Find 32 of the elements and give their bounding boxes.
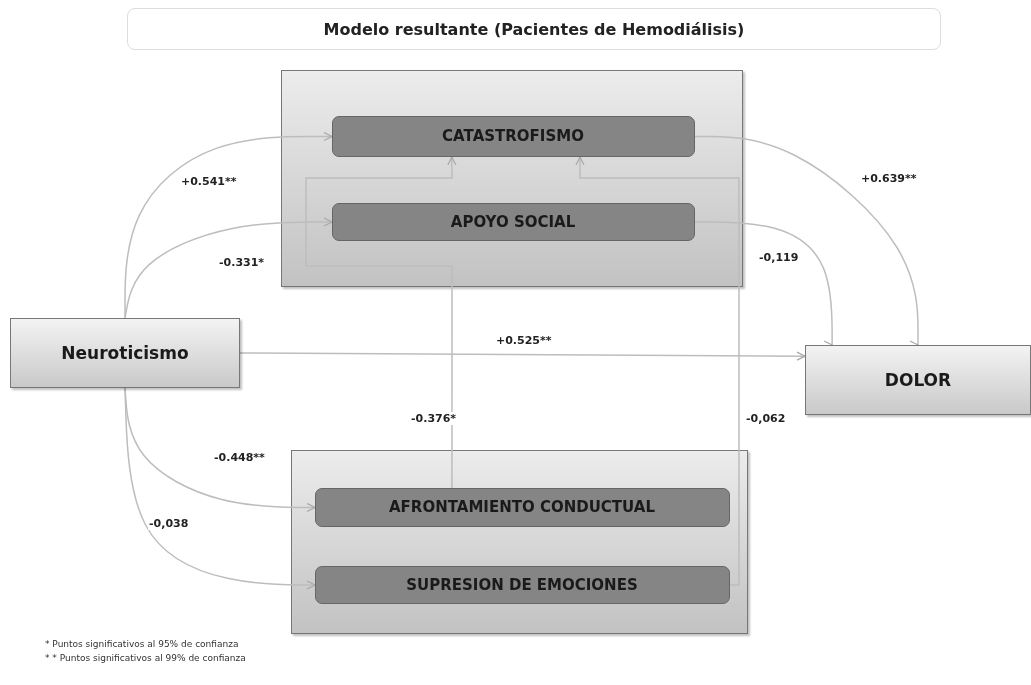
node-label: Neuroticismo	[61, 343, 189, 363]
variable-box	[805, 345, 1031, 415]
factor-box	[331, 202, 695, 241]
edge-label: -0,038	[148, 517, 190, 530]
arrow	[305, 156, 457, 489]
factor-box	[314, 565, 730, 604]
footnote: * Puntos significativos al 95% de confianza	[45, 639, 239, 649]
arrow	[124, 387, 316, 590]
group-box	[281, 70, 743, 287]
edge-label: -0.448**	[213, 451, 266, 464]
node-label: APOYO SOCIAL	[450, 212, 576, 231]
group-box	[291, 450, 748, 634]
title: Modelo resultante (Pacientes de Hemodiálisis)	[127, 8, 941, 50]
node-label: AFRONTAMIENTO CONDUCTUAL	[389, 498, 655, 516]
node-label: SUPRESION DE EMOCIONES	[406, 575, 638, 594]
node-label: DOLOR	[884, 370, 952, 390]
edge-label: -0.331*	[218, 256, 266, 269]
factor-box	[331, 115, 695, 157]
variable-box	[10, 318, 240, 388]
edge-label: -0,062	[745, 412, 787, 425]
edge-label: -0.376*	[410, 412, 458, 425]
arrow	[239, 351, 806, 361]
arrow	[124, 217, 333, 319]
edge-label: +0.639**	[860, 172, 918, 185]
arrow	[124, 131, 333, 319]
edge-label: +0.541**	[180, 175, 238, 188]
node-label: CATASTROFISMO	[442, 127, 584, 145]
edge-label: +0.525**	[495, 334, 553, 347]
edge-label: -0,119	[758, 251, 800, 264]
factor-box	[314, 487, 730, 527]
arrow	[575, 156, 740, 586]
footnote: * * Puntos significativos al 99% de confianza	[45, 653, 246, 663]
